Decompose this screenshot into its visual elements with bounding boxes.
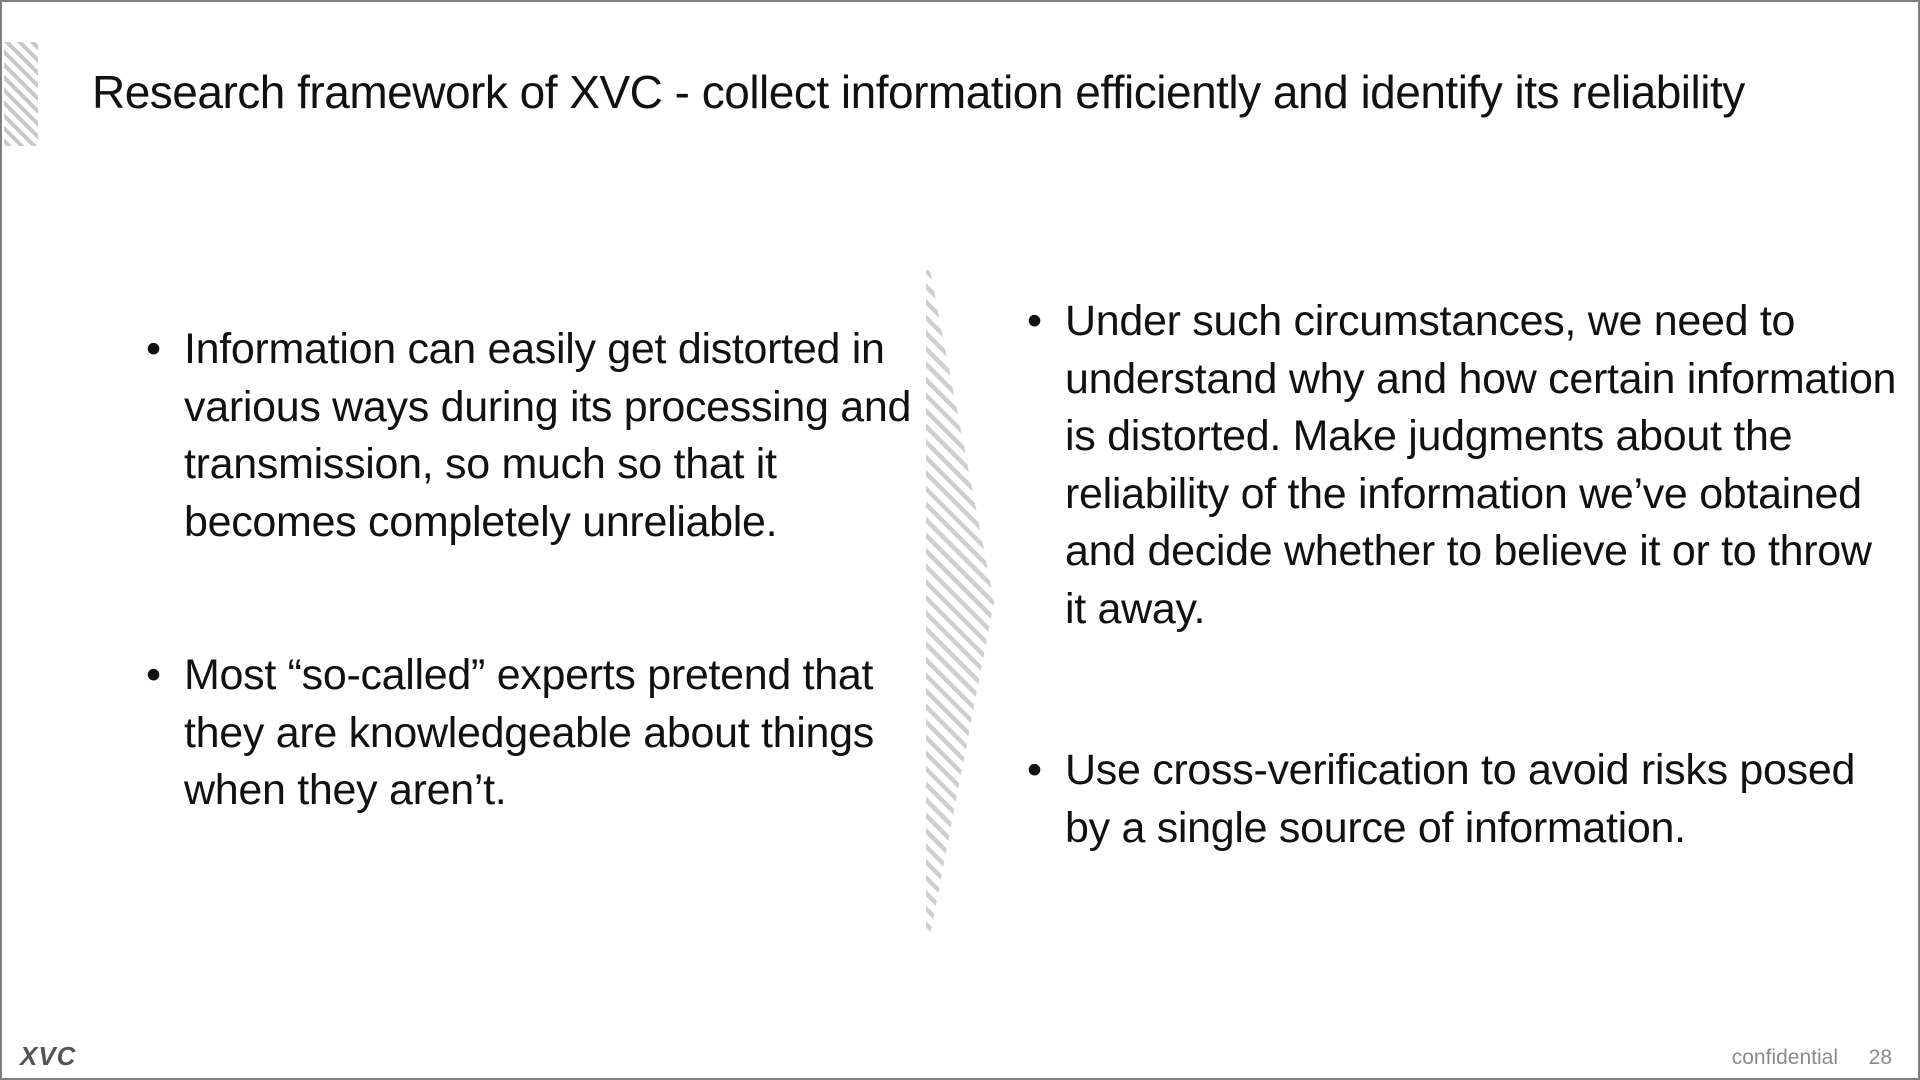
title-accent-hatch-icon — [4, 42, 38, 146]
confidential-label: confidential — [1731, 1046, 1838, 1069]
bullet-text: Most “so-called” experts pretend that th… — [184, 651, 874, 814]
bullet-text: Information can easily get distorted in … — [184, 325, 912, 546]
bullet-text: Use cross-verification to avoid risks po… — [1065, 746, 1856, 852]
list-item: • Information can easily get distorted i… — [142, 321, 912, 551]
xvc-logo-icon: XVC — [18, 1041, 77, 1071]
bullet-marker: • — [146, 651, 161, 699]
list-item: • Use cross-verification to avoid risks … — [1023, 742, 1903, 857]
right-bullet-list: • Under such circumstances, we need to u… — [1023, 293, 1903, 857]
bullet-marker: • — [1027, 297, 1042, 345]
list-item: • Most “so-called” experts pretend that … — [142, 647, 912, 820]
left-bullet-list: • Information can easily get distorted i… — [142, 321, 912, 820]
page-number: 28 — [1868, 1046, 1892, 1069]
logo-text: XVC — [18, 1041, 77, 1071]
slide-title: Research framework of XVC - collect info… — [92, 66, 1745, 118]
divider-chevron-icon — [926, 270, 994, 936]
bullet-marker: • — [1027, 746, 1042, 794]
bullet-marker: • — [146, 325, 161, 373]
bullet-text: Under such circumstances, we need to und… — [1065, 297, 1897, 633]
list-item: • Under such circumstances, we need to u… — [1023, 293, 1903, 638]
